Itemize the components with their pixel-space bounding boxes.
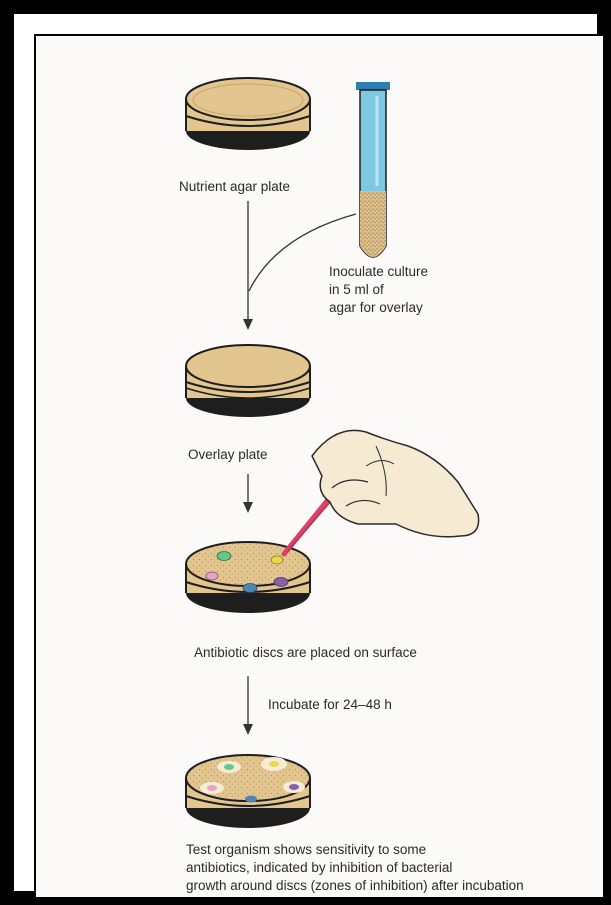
incubate-label: Incubate for 24–48 h bbox=[268, 696, 392, 714]
zone-purple bbox=[289, 784, 299, 790]
test-tube bbox=[356, 82, 390, 257]
disc-green bbox=[217, 552, 231, 561]
result-line-1: Test organism shows sensitivity to some bbox=[186, 841, 524, 859]
nutrient-plate-label: Nutrient agar plate bbox=[179, 178, 290, 196]
result-line-3: growth around discs (zones of inhibition… bbox=[186, 877, 524, 895]
hand-with-forceps bbox=[284, 430, 479, 554]
arrow-discs-to-result bbox=[243, 676, 253, 735]
zone-yellow bbox=[269, 761, 279, 767]
disc-blue bbox=[243, 584, 257, 593]
inoculate-line-2: in 5 ml of bbox=[329, 281, 428, 299]
result-line-2: antibiotics, indicated by inhibition of … bbox=[186, 859, 524, 877]
diagram-panel: Nutrient agar plate Inoculate culture in… bbox=[34, 34, 605, 899]
inoculate-line-1: Inoculate culture bbox=[329, 263, 428, 281]
overlay-plate-label: Overlay plate bbox=[188, 446, 268, 464]
overlay-plate bbox=[186, 345, 310, 417]
result-label: Test organism shows sensitivity to some … bbox=[186, 841, 524, 895]
zone-pink bbox=[207, 785, 217, 791]
disc-yellow bbox=[271, 556, 283, 564]
disc-pink bbox=[206, 572, 218, 580]
disc-plate bbox=[186, 542, 310, 613]
zone-blue bbox=[245, 796, 257, 803]
discs-placed-label: Antibiotic discs are placed on surface bbox=[194, 644, 417, 662]
inoculate-label: Inoculate culture in 5 ml of agar for ov… bbox=[329, 263, 428, 317]
result-plate bbox=[186, 755, 310, 828]
flow-diagram bbox=[36, 36, 605, 899]
inoculate-line-3: agar for overlay bbox=[329, 299, 428, 317]
arrow-overlay-to-discs bbox=[243, 474, 253, 513]
arrow-plate-to-overlay bbox=[243, 201, 253, 330]
nutrient-agar-plate bbox=[186, 78, 310, 150]
zone-green bbox=[224, 764, 234, 770]
disc-purple bbox=[274, 578, 288, 587]
